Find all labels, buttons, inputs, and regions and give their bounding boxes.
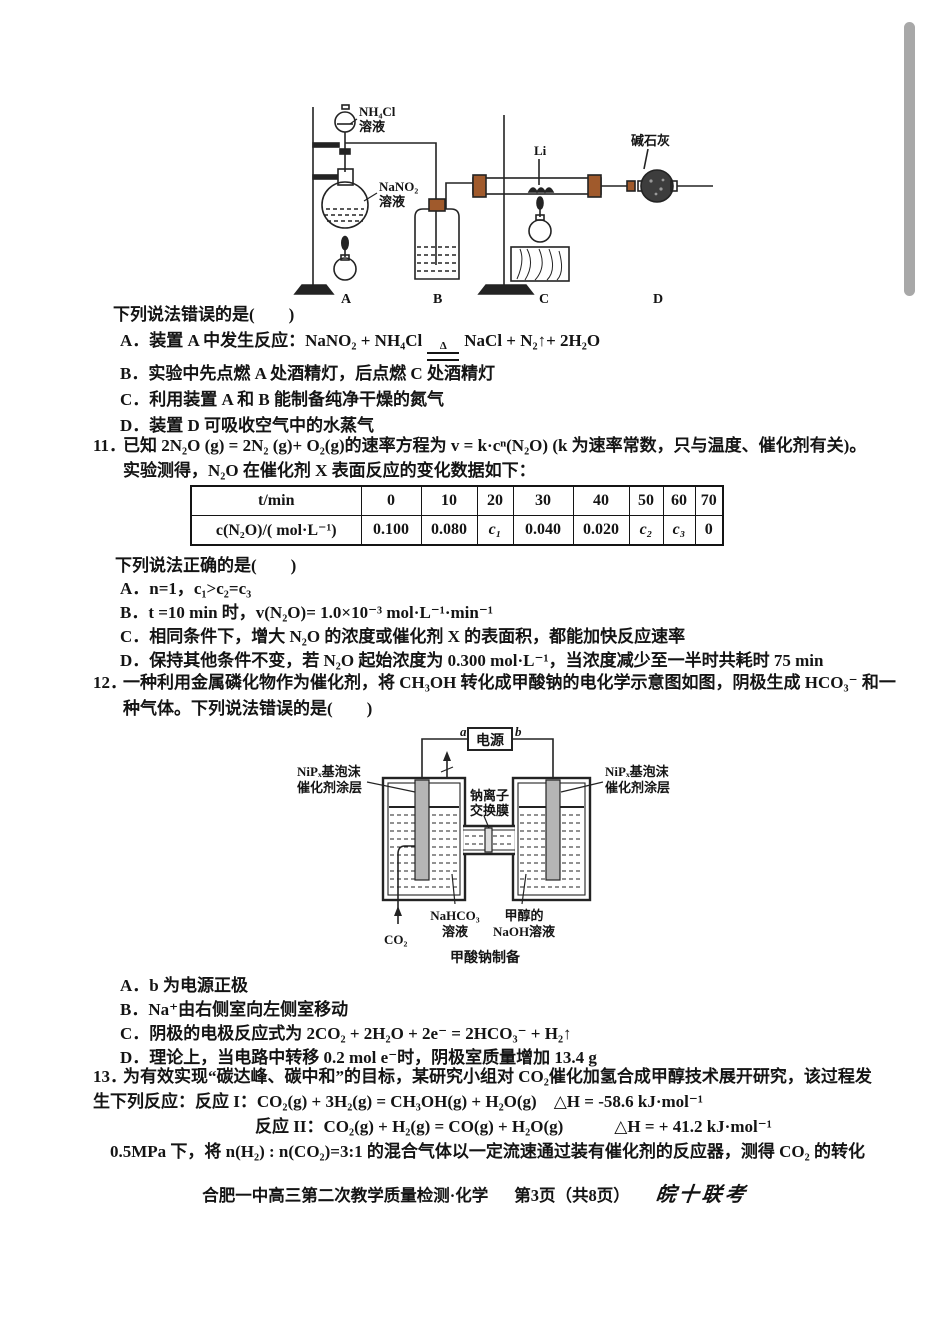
q12-number: 12． bbox=[93, 673, 127, 692]
q11-option-a: A．n=1，c₁>c₂=c₃ bbox=[120, 579, 252, 598]
page-footer: 合肥一中高三第二次教学质量检测·化学 第3页（共8页） 皖十联考 bbox=[0, 1178, 950, 1207]
q10-option-a-post: NaCl + N₂↑+ 2H₂O bbox=[464, 331, 601, 350]
q13-stem-line3: 反应 II：CO₂(g) + H₂(g) = CO(g) + H₂O(g) △H… bbox=[255, 1117, 772, 1136]
membrane-label-line2: 交换膜 bbox=[470, 803, 509, 818]
q11-stem-line3: 下列说法正确的是( ) bbox=[115, 556, 297, 575]
table-cell: c₁ bbox=[476, 515, 514, 546]
terminal-b-label: b bbox=[515, 724, 522, 739]
footer-page-number: 第3页（共8页） bbox=[514, 1186, 630, 1205]
apparatus-letter-a: A bbox=[341, 292, 352, 305]
table-cell: 0.100 bbox=[360, 515, 422, 546]
q12-option-b: B．Na⁺由右侧室向左侧室移动 bbox=[120, 1000, 349, 1019]
cell-caption: 甲酸钠制备 bbox=[450, 949, 521, 966]
table-cell: 0 bbox=[694, 515, 724, 546]
n2o-data-table: t/min 0 10 20 30 40 50 60 70 c(N₂O)/( mo… bbox=[190, 485, 724, 546]
table-cell: c₃ bbox=[662, 515, 696, 546]
table-cell: c₂ bbox=[628, 515, 664, 546]
footer-exam-logo: 皖十联考 bbox=[654, 1184, 749, 1206]
apparatus-letter-c: C bbox=[539, 292, 549, 305]
right-solution-label-line2: NaOH溶液 bbox=[493, 924, 555, 939]
delta-over-equals: Δ bbox=[427, 340, 460, 361]
table-cell: 60 bbox=[662, 485, 696, 516]
q12-option-c: C．阴极的电极反应式为 2CO₂ + 2H₂O + 2e⁻ = 2HCO₃⁻ +… bbox=[120, 1024, 572, 1043]
q12-stem-line1: 一种利用金属磷化物作为催化剂，将 CH₃OH 转化成甲酸钠的电化学示意图如图，阴… bbox=[123, 673, 896, 692]
funnel-label-line2: 溶液 bbox=[359, 119, 385, 134]
flask-label-line1: NaNO₂ bbox=[379, 179, 418, 194]
table-header-time: t/min bbox=[190, 485, 362, 516]
left-solution-label-line2: 溶液 bbox=[442, 924, 468, 939]
question-12-options-block: A．b 为电源正极 B．Na⁺由右侧室向左侧室移动 C．阴极的电极反应式为 2C… bbox=[120, 974, 900, 1070]
gas-apparatus-diagram: NH₄Cl 溶液 NaNO₂ 溶液 Li 碱石灰 A B C D bbox=[293, 104, 713, 305]
apparatus-letter-d: D bbox=[653, 292, 663, 305]
li-label: Li bbox=[534, 143, 547, 158]
table-cell: 10 bbox=[420, 485, 478, 516]
right-solution-label-line1: 甲醇的 bbox=[504, 908, 543, 923]
footer-exam-title: 合肥一中高三第二次教学质量检测·化学 bbox=[202, 1186, 489, 1205]
q10-option-a: A．装置 A 中发生反应：NaNO₂ + NH₄Cl Δ NaCl + N₂↑+ 2… bbox=[120, 328, 903, 361]
co2-label: CO₂ bbox=[384, 932, 408, 947]
table-cell: 0 bbox=[360, 485, 422, 516]
flask-label-line2: 溶液 bbox=[379, 194, 405, 209]
left-coating-label-line2: 催化剂涂层 bbox=[297, 780, 362, 795]
table-cell: 0.080 bbox=[420, 515, 478, 546]
question-13-block: 13． 为有效实现“碳达峰、碳中和”的目标，某研究小组对 CO₂催化加氢合成甲醇… bbox=[93, 1064, 898, 1164]
q13-stem-line2: 生下列反应：反应 I：CO₂(g) + 3H₂(g) = CH₃OH(g) + … bbox=[93, 1092, 703, 1111]
q13-stem-line4: 0.5MPa 下，将 n(H₂) : n(CO₂)=3:1 的混合气体以一定流速… bbox=[110, 1142, 866, 1161]
table-row-concentration: c(N₂O)/( mol·L⁻¹) 0.100 0.080 c₁ 0.040 0… bbox=[190, 515, 724, 546]
table-cell: 70 bbox=[694, 485, 724, 516]
question-12-stem-block: 12． 一种利用金属磷化物作为催化剂，将 CH₃OH 转化成甲酸钠的电化学示意图… bbox=[93, 670, 898, 722]
table-header-concentration: c(N₂O)/( mol·L⁻¹) bbox=[190, 515, 362, 546]
q13-stem-line1: 为有效实现“碳达峰、碳中和”的目标，某研究小组对 CO₂催化加氢合成甲醇技术展开… bbox=[123, 1067, 872, 1086]
table-cell: 40 bbox=[572, 485, 630, 516]
power-supply-label: 电源 bbox=[476, 732, 504, 749]
q10-stem: 下列说法错误的是( ) bbox=[113, 305, 295, 324]
table-row-time: t/min 0 10 20 30 40 50 60 70 bbox=[190, 485, 724, 516]
q12-option-a: A．b 为电源正极 bbox=[120, 976, 248, 995]
table-cell: 20 bbox=[476, 485, 514, 516]
left-solution-label-line1: NaHCO₃ bbox=[430, 908, 480, 923]
left-coating-label-line1: NiPₓ基泡沫 bbox=[297, 764, 362, 779]
table-cell: 50 bbox=[628, 485, 664, 516]
q12-stem-line2: 种气体。下列说法错误的是( ) bbox=[123, 699, 373, 718]
table-cell: 30 bbox=[512, 485, 574, 516]
q11-stem-line1: 已知 2N₂O (g) = 2N₂ (g)+ O₂(g)的速率方程为 v = k… bbox=[123, 436, 867, 455]
q11-option-c: C．相同条件下，增大 N₂O 的浓度或催化剂 X 的表面积，都能加快反应速率 bbox=[120, 627, 686, 646]
q11-number: 11． bbox=[93, 436, 127, 455]
table-cell: 0.040 bbox=[512, 515, 574, 546]
q11-option-b: B．t =10 min 时，v(N₂O)= 1.0×10⁻³ mol·L⁻¹·m… bbox=[120, 603, 493, 622]
double-equals-bar bbox=[427, 352, 460, 361]
apparatus-letter-b: B bbox=[433, 292, 442, 305]
q10-option-b: B．实验中先点燃 A 处酒精灯，后点燃 C 处酒精灯 bbox=[120, 364, 495, 383]
q11-option-d: D．保持其他条件不变，若 N₂O 起始浓度为 0.300 mol·L⁻¹，当浓度… bbox=[120, 651, 824, 670]
question-11-block: 11． 已知 2N₂O (g) = 2N₂ (g)+ O₂(g)的速率方程为 v… bbox=[93, 433, 898, 673]
right-coating-label-line1: NiPₓ基泡沫 bbox=[605, 764, 670, 779]
q11-stem-line2: 实验测得，N₂O 在催化剂 X 表面反应的变化数据如下： bbox=[123, 461, 536, 480]
q10-option-d: D．装置 D 可吸收空气中的水蒸气 bbox=[120, 416, 375, 435]
funnel-label-line1: NH₄Cl bbox=[359, 104, 396, 119]
q13-number: 13． bbox=[93, 1067, 127, 1086]
electrolysis-cell-diagram: a b 电源 NiPₓ基泡沫 催化剂涂层 NiPₓ基泡沫 催化剂涂层 钠离子 交… bbox=[297, 724, 670, 966]
table-cell: 0.020 bbox=[572, 515, 630, 546]
q10-option-a-pre: A．装置 A 中发生反应：NaNO₂ + NH₄Cl bbox=[120, 331, 423, 350]
question-10-block: 下列说法错误的是( ) A．装置 A 中发生反应：NaNO₂ + NH₄Cl Δ N… bbox=[113, 302, 903, 439]
terminal-a-label: a bbox=[460, 724, 467, 739]
q12-option-d: D．理论上，当电路中转移 0.2 mol e⁻时，阴极室质量增加 13.4 g bbox=[120, 1048, 597, 1067]
right-coating-label-line2: 催化剂涂层 bbox=[605, 780, 670, 795]
delta-symbol: Δ bbox=[439, 340, 447, 352]
q10-option-c: C．利用装置 A 和 B 能制备纯净干燥的氮气 bbox=[120, 390, 444, 409]
scrollbar-thumb[interactable] bbox=[904, 22, 915, 296]
membrane-label-line1: 钠离子 bbox=[470, 788, 509, 803]
soda-lime-label: 碱石灰 bbox=[631, 133, 670, 148]
